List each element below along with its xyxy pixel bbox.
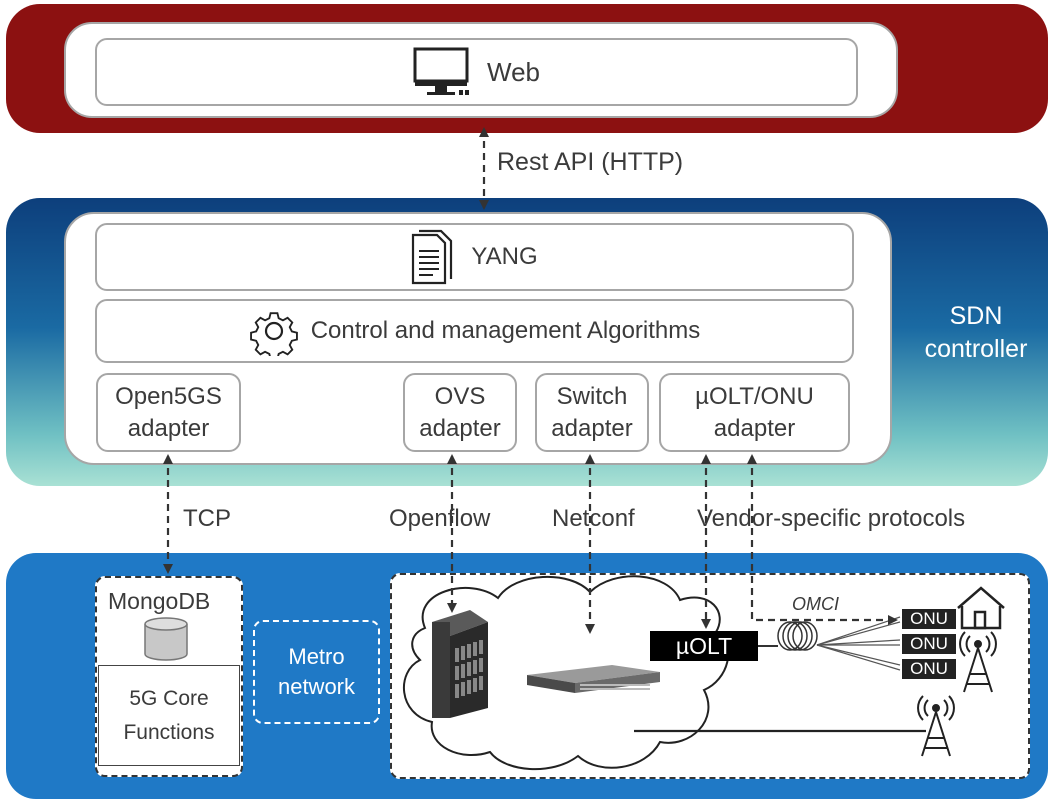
core-line2: Functions: [123, 720, 215, 744]
house-icon: [957, 586, 1005, 630]
gear-icon: [249, 312, 298, 356]
olt-onu-adapter-box: µOLT/ONU adapter: [659, 373, 850, 452]
fiber-splitter-icon: [777, 621, 818, 651]
mongodb-label: MongoDB: [108, 588, 211, 614]
open5gs-adapter-line2: adapter: [127, 414, 210, 442]
metro-network-box: Metro network: [253, 620, 380, 724]
omci-label: OMCI: [792, 594, 839, 614]
olt-onu-adapter-line1: µOLT/ONU: [695, 382, 814, 410]
metro-line1: Metro: [288, 644, 345, 669]
web-label: Web: [487, 57, 540, 87]
antenna-tower-icon-2: [917, 695, 955, 757]
core-line1: 5G Core: [129, 686, 209, 710]
onu-label-3: ONU: [902, 659, 956, 679]
onu-label-1: ONU: [902, 609, 956, 629]
switch-adapter-line1: Switch: [556, 382, 628, 410]
document-icon: [412, 229, 453, 285]
5g-core-functions-box: 5G Core Functions: [98, 665, 240, 766]
database-icon: [144, 617, 188, 661]
sdn-controller-title: SDN controller: [906, 300, 1046, 366]
algorithms-box: Control and management Algorithms: [95, 299, 854, 363]
rest-api-label: Rest API (HTTP): [497, 148, 684, 176]
monitor-icon: [413, 47, 469, 95]
tcp-label: TCP: [183, 505, 231, 532]
switch-adapter-line2: adapter: [551, 414, 633, 442]
yang-label: YANG: [471, 243, 538, 270]
olt-label: µOLT: [675, 633, 733, 659]
metro-line2: network: [277, 674, 356, 699]
ovs-adapter-line1: OVS: [434, 382, 486, 410]
olt-onu-adapter-line2: adapter: [713, 414, 796, 442]
open5gs-adapter-line1: Open5GS: [115, 382, 222, 410]
web-box: Web: [95, 38, 858, 106]
switch-icon: [527, 665, 660, 693]
sdn-title-line1: SDN: [949, 302, 1003, 330]
openflow-label: Openflow: [389, 505, 491, 532]
switch-adapter-box: Switch adapter: [535, 373, 649, 452]
ovs-adapter-box: OVS adapter: [403, 373, 517, 452]
algorithms-label: Control and management Algorithms: [310, 317, 701, 344]
yang-box: YANG: [95, 223, 854, 291]
olt-device-box: [650, 631, 758, 661]
sdn-title-line2: controller: [924, 335, 1028, 363]
server-icon: [432, 610, 488, 718]
omci-arrow: [747, 454, 898, 625]
ovs-adapter-line2: adapter: [419, 414, 501, 442]
antenna-tower-icon: [959, 631, 997, 693]
open5gs-adapter-box: Open5GS adapter: [96, 373, 241, 452]
onu-label-2: ONU: [902, 634, 956, 654]
